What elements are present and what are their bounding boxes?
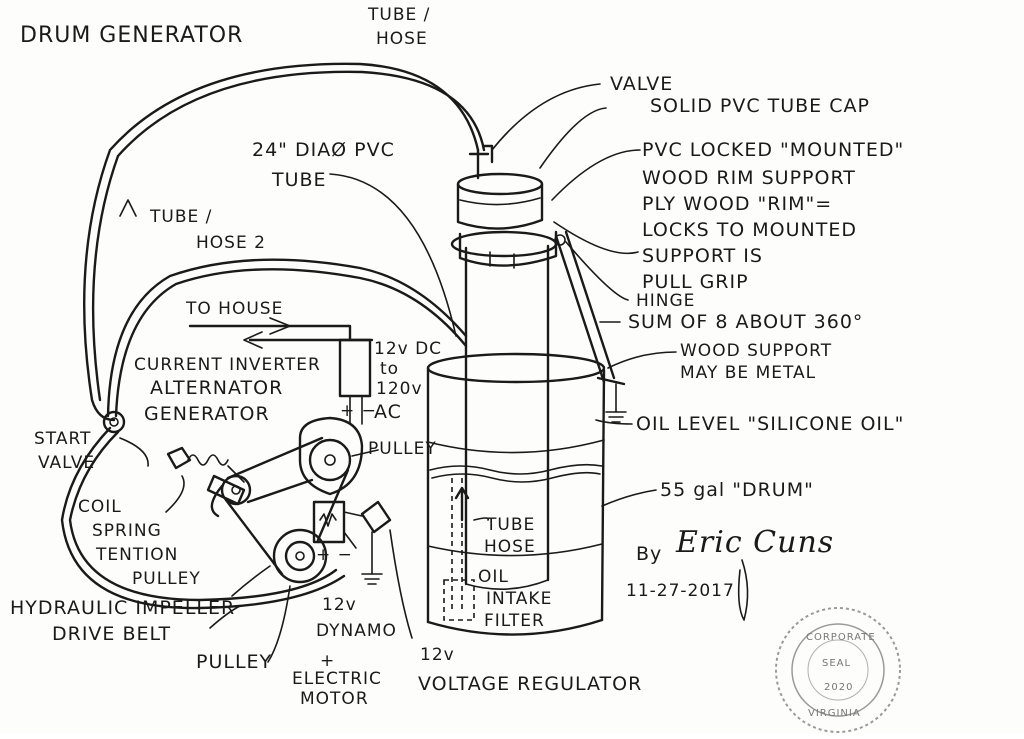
oil-intake-label-3: FILTER [484,611,545,631]
alternator-label: ALTERNATOR [150,377,283,399]
to-house-wiring [188,317,374,349]
seal-line-1: CORPORATE [806,632,876,643]
pvc-locked-label-1: PVC LOCKED "MOUNTED" [642,139,904,161]
pulley-bottom-label: PULLEY [196,651,272,673]
hinge-label: HINGE [636,291,695,311]
hinge-arm [554,230,627,423]
dc-ac-label-2: to [380,359,399,379]
inner-tube-hose [451,478,470,610]
start-valve-label-2: VALVE [38,453,95,473]
ground-symbol [361,531,383,585]
drum-55-gal [426,352,606,636]
pvc-tube-label-2: TUBE [271,169,327,191]
generator-label: GENERATOR [144,403,270,425]
wood-support-label-2: MAY BE METAL [680,363,816,383]
twelve-v-dynamo-label: 12v [322,595,357,615]
valve [468,144,494,180]
alternator-generator [298,416,364,496]
oil-intake-filter [443,579,475,621]
tube-hose-2 [106,258,468,418]
start-valve [102,410,126,434]
wood-rim-support [458,230,558,269]
sum-of-8-label: SUM OF 8 ABOUT 360° [628,311,863,333]
electric-motor-label-2: ELECTRIC [292,669,382,689]
solid-pvc-tube-cap [456,172,544,230]
signature-by: By [636,543,662,565]
seal-line-2: SEAL [822,658,851,669]
current-inverter-label: CURRENT INVERTER [134,355,321,375]
tube-hose-1 [82,62,480,422]
tube-hose-2-label-1: TUBE / [149,207,212,227]
coil-spring-label-4: PULLEY [132,569,201,589]
pvc-locked-label-5: SUPPORT IS [642,245,763,267]
signature-date: 11-27-2017 [626,581,735,601]
seal-line-4: VIRGINIA [808,708,861,719]
electric-motor-label-3: MOTOR [300,689,369,709]
dc-ac-label-3: 120v [376,379,423,399]
drive-belt-label: DRIVE BELT [52,623,171,645]
dc-ac-label-4: AC [374,401,402,423]
inverter-polarity: + − [340,401,377,421]
drum-label: 55 gal "DRUM" [660,479,814,501]
pvc-tube-24-dia [450,230,558,590]
to-house-label: TO HOUSE [185,299,283,319]
leader-lines [119,83,677,663]
pvc-tube-label-1: 24" DIAØ PVC [252,139,395,161]
dc-ac-label-1: 12v DC [374,339,442,359]
pvc-locked-label-6: PULL GRIP [642,271,749,293]
start-valve-label-1: START [34,429,91,449]
inner-tube-hose-label-1: TUBE [485,515,535,535]
voltage-regulator-label: VOLTAGE REGULATOR [418,673,642,695]
twelve-v-regulator-label: 12v [420,645,455,665]
electric-motor-dynamo [272,528,328,584]
hydraulic-label: HYDRAULIC IMPELLER [10,597,235,619]
coil-spring-label-1: COIL [78,497,122,517]
coil-spring-label-3: TENTION [95,545,178,565]
tube-hose-top-label-2: HOSE [376,29,428,49]
pvc-locked-label-3: PLY WOOD "RIM"= [642,193,832,215]
pulley-top-label: PULLEY [368,439,437,459]
corporate-seal: CORPORATE SEAL 2020 VIRGINIA [775,607,901,733]
oil-intake-label-2: INTAKE [486,589,552,609]
coil-spring-label-2: SPRING [92,521,162,541]
solid-cap-label: SOLID PVC TUBE CAP [650,95,870,117]
diagram-title: DRUM GENERATOR [20,23,243,48]
inner-tube-hose-label-2: HOSE [484,537,536,557]
wood-support-label-1: WOOD SUPPORT [680,341,832,361]
tension-pulley [206,474,252,506]
signature-name: Eric Cuns [675,525,834,560]
tube-hose-2-label-2: HOSE 2 [196,233,266,253]
drive-belt [210,436,350,576]
valve-label: VALVE [610,73,673,95]
regulator-polarity: + − [316,545,353,565]
electric-motor-label-1: + [320,651,335,671]
pvc-locked-label-2: WOOD RIM SUPPORT [642,167,856,189]
pvc-locked-label-4: LOCKS TO MOUNTED [642,219,857,241]
dynamo-label: DYNAMO [316,621,397,641]
oil-intake-label-1: OIL [478,567,509,587]
voltage-regulator [312,500,392,549]
tube-hose-top-label-1: TUBE / [367,5,430,25]
signature-flourish [737,559,749,621]
current-inverter [338,338,372,425]
oil-level-label: OIL LEVEL "SILICONE OIL" [636,413,904,435]
seal-line-3: 2020 [824,682,853,693]
